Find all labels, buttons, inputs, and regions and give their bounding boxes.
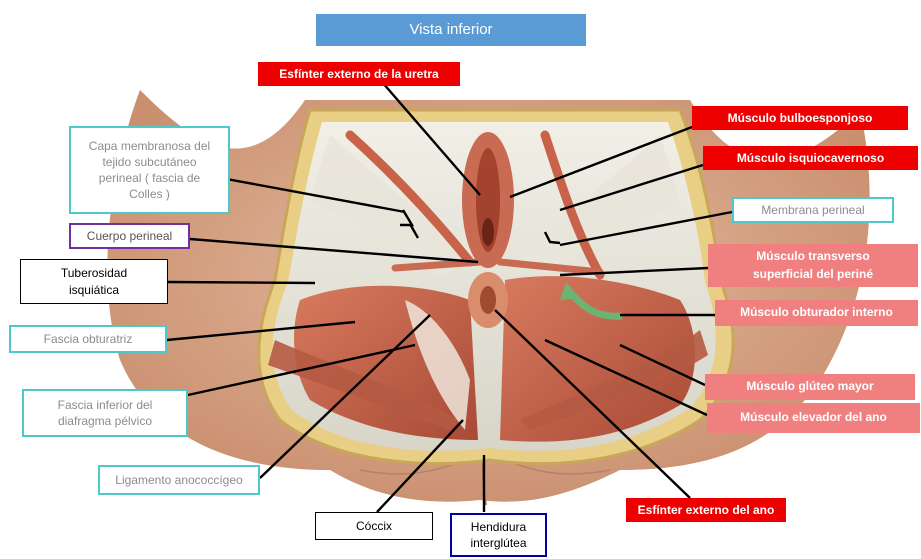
label-fascia-inferior: Fascia inferior del diafragma pélvico [22,389,188,437]
label-fascia-obturatriz: Fascia obturatriz [9,325,167,353]
label-coccix: Cóccix [315,512,433,540]
label-membrana-perineal: Membrana perineal [732,197,894,223]
label-fascia-colles: Capa membranosa del tejido subcutáneo pe… [69,126,230,214]
label-ligamento: Ligamento anococcígeo [98,465,260,495]
label-transverso: Músculo transverso superficial del perin… [708,244,918,287]
label-esfinter-uretra: Esfínter externo de la uretra [258,62,460,86]
label-esfinter-ano: Esfínter externo del ano [626,498,786,522]
label-obturador-interno: Músculo obturador interno [715,300,918,326]
vaginal-opening [482,218,494,246]
label-elevador-ano: Músculo elevador del ano [707,403,920,433]
label-gluteo-mayor: Músculo glúteo mayor [705,374,915,400]
diagram-title: Vista inferior [316,14,586,46]
label-isquiocavernoso: Músculo isquiocavernoso [703,146,918,170]
label-tuberosidad: Tuberosidad isquiática [20,259,168,304]
label-hendidura: Hendidura interglútea [450,513,547,557]
label-bulboesponjoso: Músculo bulboesponjoso [692,106,908,130]
anus [480,286,496,314]
label-cuerpo-perineal: Cuerpo perineal [69,223,190,249]
